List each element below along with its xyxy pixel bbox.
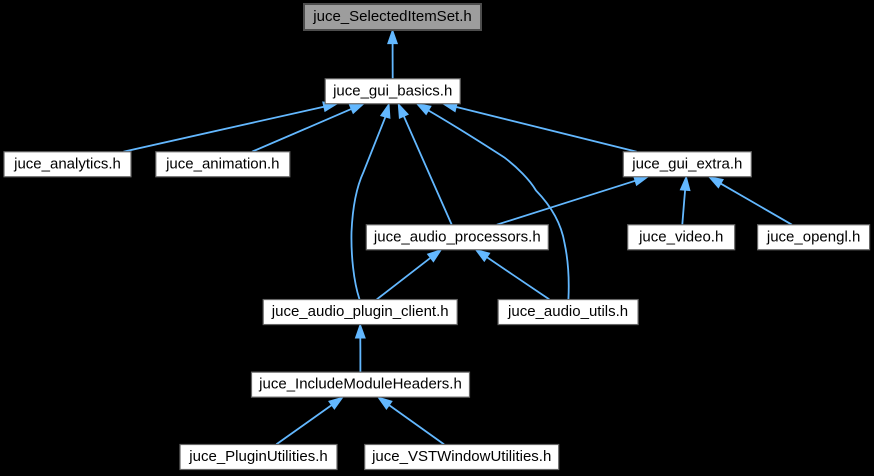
svg-text:juce_analytics.h: juce_analytics.h	[13, 155, 121, 172]
svg-text:juce_audio_processors.h: juce_audio_processors.h	[373, 228, 541, 245]
svg-text:juce_VSTWindowUtilities.h: juce_VSTWindowUtilities.h	[371, 448, 551, 465]
svg-text:juce_SelectedItemSet.h: juce_SelectedItemSet.h	[312, 8, 471, 25]
svg-text:juce_animation.h: juce_animation.h	[165, 155, 279, 172]
svg-text:juce_audio_plugin_client.h: juce_audio_plugin_client.h	[271, 303, 449, 320]
svg-text:juce_opengl.h: juce_opengl.h	[766, 228, 860, 245]
svg-text:juce_video.h: juce_video.h	[638, 228, 723, 245]
svg-text:juce_IncludeModuleHeaders.h: juce_IncludeModuleHeaders.h	[258, 376, 462, 393]
svg-text:juce_gui_basics.h: juce_gui_basics.h	[332, 82, 452, 99]
svg-text:juce_gui_extra.h: juce_gui_extra.h	[631, 155, 742, 172]
svg-text:juce_PluginUtilities.h: juce_PluginUtilities.h	[188, 448, 327, 465]
svg-text:juce_audio_utils.h: juce_audio_utils.h	[507, 303, 628, 320]
